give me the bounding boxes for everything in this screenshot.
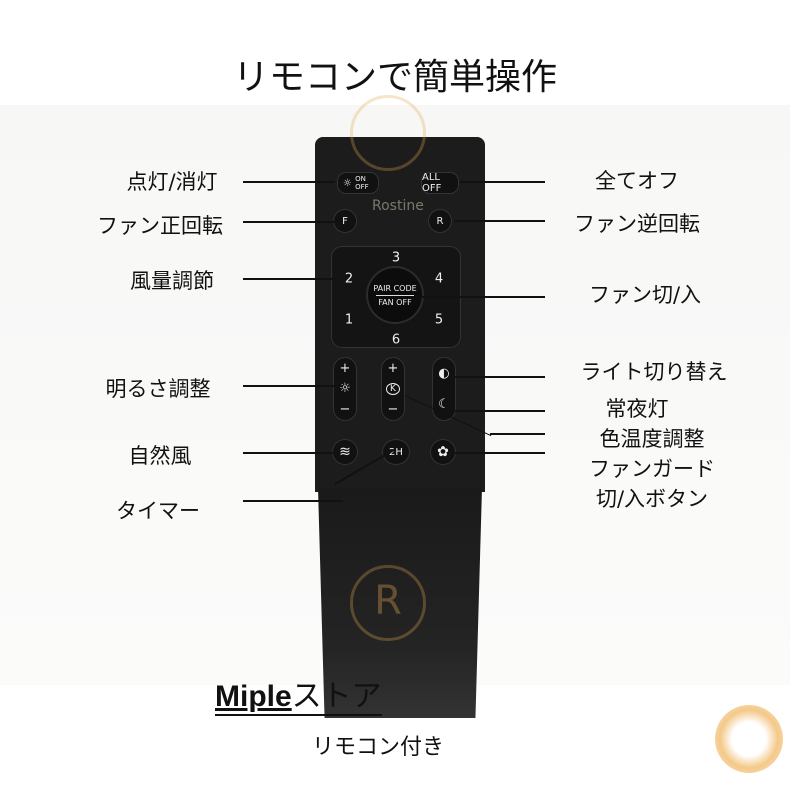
label-light-switch: ライト切り替え xyxy=(580,360,728,384)
label-fan-guard-toggle: 切/入ボタン xyxy=(595,487,709,511)
color-temp-up[interactable]: + xyxy=(387,361,399,377)
label-fan-guard: ファンガード xyxy=(589,457,715,481)
label-night-light: 常夜灯 xyxy=(605,397,669,421)
color-temp-down[interactable]: − xyxy=(387,401,399,417)
brightness-control[interactable]: + ☼ − xyxy=(334,358,356,420)
label-color-temp: 色温度調整 xyxy=(599,427,705,451)
label-brightness: 明るさ調整 xyxy=(105,377,211,401)
brightness-up[interactable]: + xyxy=(339,360,351,376)
label-natural-wind: 自然風 xyxy=(128,444,192,468)
sun-icon: ☼ xyxy=(342,177,352,189)
watermark-logo-lower: R xyxy=(350,565,426,641)
color-temp-control[interactable]: + K − xyxy=(382,358,404,420)
fan-guard-button[interactable]: ✿ xyxy=(431,440,455,464)
label-timer: タイマー xyxy=(116,499,200,523)
natural-wind-button[interactable]: ≋ xyxy=(333,440,357,464)
waves-icon: ≋ xyxy=(339,444,351,460)
fan-forward-button[interactable]: F xyxy=(334,210,356,232)
leader-line xyxy=(420,296,545,298)
leader-line xyxy=(455,410,545,412)
brightness-down[interactable]: − xyxy=(339,402,351,418)
leader-line xyxy=(243,221,335,223)
speed-2-button[interactable]: 2 xyxy=(344,271,354,287)
leader-line xyxy=(455,452,545,454)
leader-line xyxy=(243,500,343,502)
leader-line xyxy=(455,220,545,222)
leader-line xyxy=(243,278,338,280)
leader-line xyxy=(243,181,335,183)
leader-line xyxy=(243,385,343,387)
leader-line xyxy=(460,181,545,183)
light-mode-control: ◐☾ xyxy=(433,358,455,420)
leader-line xyxy=(455,376,545,378)
speed-1-button[interactable]: 1 xyxy=(344,312,354,328)
speed-5-button[interactable]: 5 xyxy=(434,312,444,328)
all-off-button[interactable]: ALL OFF xyxy=(422,172,458,194)
leader-line xyxy=(243,452,333,454)
speed-3-button[interactable]: 3 xyxy=(391,250,401,266)
fan-reverse-button[interactable]: R xyxy=(429,210,451,232)
leader-line xyxy=(490,433,545,435)
subtitle: リモコン付き xyxy=(312,735,445,760)
sun-icon: ☼ xyxy=(339,381,351,397)
cat-mascot-icon xyxy=(715,705,783,773)
watermark-logo xyxy=(350,95,426,171)
speed-4-button[interactable]: 4 xyxy=(434,271,444,287)
night-light-icon[interactable]: ☾ xyxy=(438,397,450,412)
speed-6-button[interactable]: 6 xyxy=(391,332,401,348)
label-fan-speed: 風量調節 xyxy=(130,269,214,293)
watermark-brand: Rostine xyxy=(372,198,424,214)
label-power: 点灯/消灯 xyxy=(126,170,218,194)
label-fan-reverse: ファン逆回転 xyxy=(574,212,700,236)
light-switch-icon[interactable]: ◐ xyxy=(438,366,450,381)
page-title: リモコンで簡単操作 xyxy=(232,57,557,98)
store-name: Mipleストア xyxy=(215,679,382,716)
label-all-off: 全てオフ xyxy=(595,169,679,193)
power-button[interactable]: ☼ ON OFF xyxy=(338,173,378,193)
fan-guard-icon: ✿ xyxy=(437,444,449,460)
color-temp-icon: K xyxy=(386,382,400,395)
label-fan-forward: ファン正回転 xyxy=(97,214,223,238)
label-fan-toggle: ファン切/入 xyxy=(588,283,702,307)
